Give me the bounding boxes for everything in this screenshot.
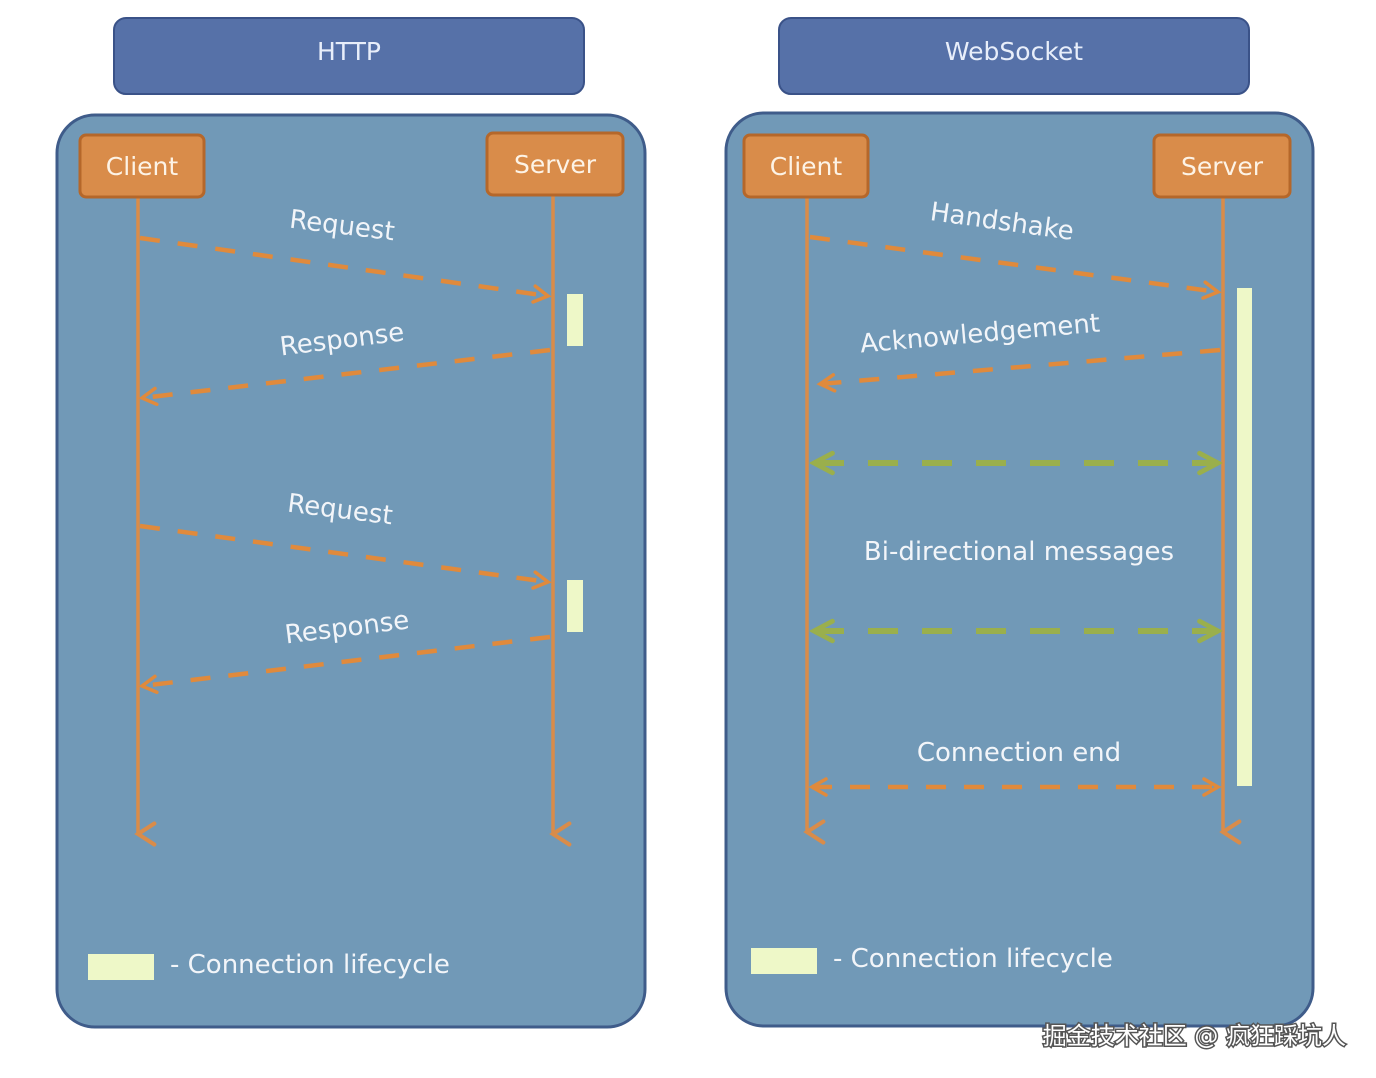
- http-client-box: Client: [78, 133, 206, 199]
- websocket-lifecycle-bar: [1237, 288, 1252, 786]
- websocket-client-box: Client: [742, 133, 870, 199]
- websocket-bidirectional-label: Bi-directional messages: [864, 537, 1174, 567]
- websocket-legend-swatch: [751, 948, 817, 974]
- websocket-acknowledgement-arrow: [816, 347, 1221, 393]
- http-response-arrow: [138, 347, 551, 407]
- websocket-legend-label: - Connection lifecycle: [833, 944, 1113, 974]
- http-panel: [55, 113, 647, 1029]
- websocket-title-box: [778, 17, 1250, 95]
- websocket-panel: [724, 111, 1315, 1028]
- http-section: HTTP Client Server Request Response Requ…: [55, 17, 647, 1029]
- http-lifecycle-bar: [567, 294, 583, 346]
- websocket-server-box: Server: [1152, 133, 1292, 199]
- websocket-connection-end-label: Connection end: [917, 738, 1121, 768]
- http-server-label: Server: [514, 150, 597, 179]
- http-client-label: Client: [106, 152, 179, 181]
- websocket-client-label: Client: [770, 152, 843, 181]
- websocket-handshake-arrow: [809, 234, 1222, 300]
- http-request-arrow: [139, 523, 552, 590]
- http-title-box: [113, 17, 585, 95]
- http-legend-swatch: [88, 954, 154, 980]
- http-title: HTTP: [317, 37, 381, 66]
- websocket-server-label: Server: [1181, 152, 1264, 181]
- websocket-title: WebSocket: [945, 37, 1083, 66]
- watermark-text: 掘金技术社区 @ 疯狂踩坑人: [1043, 1022, 1346, 1050]
- http-legend-label: - Connection lifecycle: [170, 950, 450, 980]
- http-server-box: Server: [485, 131, 625, 197]
- http-request-arrow: [139, 235, 552, 304]
- http-response-arrow: [138, 634, 551, 695]
- websocket-section: WebSocket Client Server Handshake Acknow…: [724, 17, 1315, 1028]
- http-lifecycle-bar: [567, 580, 583, 632]
